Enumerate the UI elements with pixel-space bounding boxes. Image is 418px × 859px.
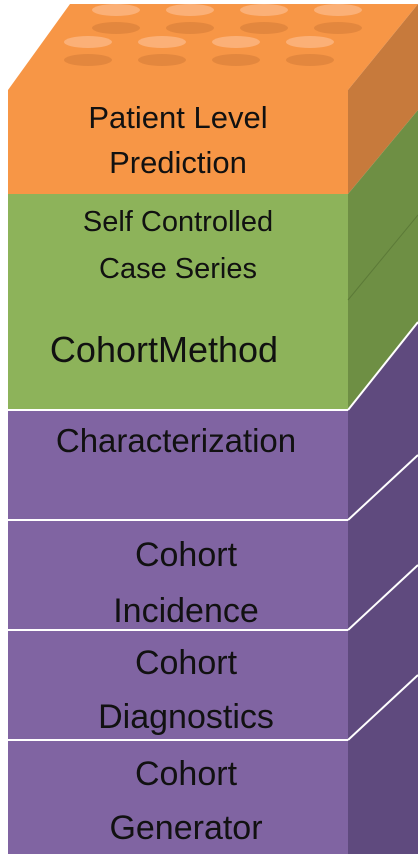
cd-layer-front	[8, 630, 348, 740]
stud	[286, 36, 334, 66]
char-layer-front	[8, 410, 348, 520]
stud	[240, 4, 288, 34]
label-cohort-generator: Cohort Generator	[16, 757, 356, 845]
label-cohortmethod: CohortMethod	[0, 332, 334, 368]
stud	[92, 4, 140, 34]
label-cohort-diagnostics: Cohort Diagnostics	[16, 646, 356, 734]
label-line: Characterization	[55, 422, 297, 459]
label-line: Self Controlled	[82, 206, 274, 238]
label-line: Diagnostics	[98, 698, 274, 736]
lego-studs	[64, 4, 362, 66]
label-line: Incidence	[113, 592, 259, 630]
label-line: Cohort	[134, 536, 238, 574]
plp-layer-front	[8, 90, 348, 194]
label-line: CohortMethod	[49, 329, 279, 370]
label-line: Generator	[109, 809, 263, 847]
label-line: Cohort	[134, 644, 238, 682]
label-cohort-incidence: Cohort Incidence	[16, 538, 356, 628]
green-layer-front	[8, 194, 348, 410]
stud	[314, 4, 362, 34]
stud	[64, 36, 112, 66]
label-line: Case Series	[99, 253, 257, 285]
purple-layers-side	[348, 322, 418, 854]
stud	[166, 4, 214, 34]
label-line: Prediction	[109, 145, 247, 180]
green-layer-side	[348, 110, 418, 410]
cg-layer-front	[8, 740, 348, 854]
label-patient-level-prediction: Patient Level Prediction	[8, 102, 348, 178]
label-line: Patient Level	[88, 100, 268, 135]
label-line: Cohort	[134, 755, 238, 793]
label-self-controlled-case-series: Self Controlled Case Series	[8, 208, 348, 284]
label-characterization: Characterization	[6, 424, 346, 457]
plp-layer-side	[348, 4, 418, 194]
ci-layer-front	[8, 520, 348, 630]
green-side-seam	[347, 214, 418, 301]
stud	[138, 36, 186, 66]
layer-separators	[8, 321, 418, 741]
stud	[212, 36, 260, 66]
